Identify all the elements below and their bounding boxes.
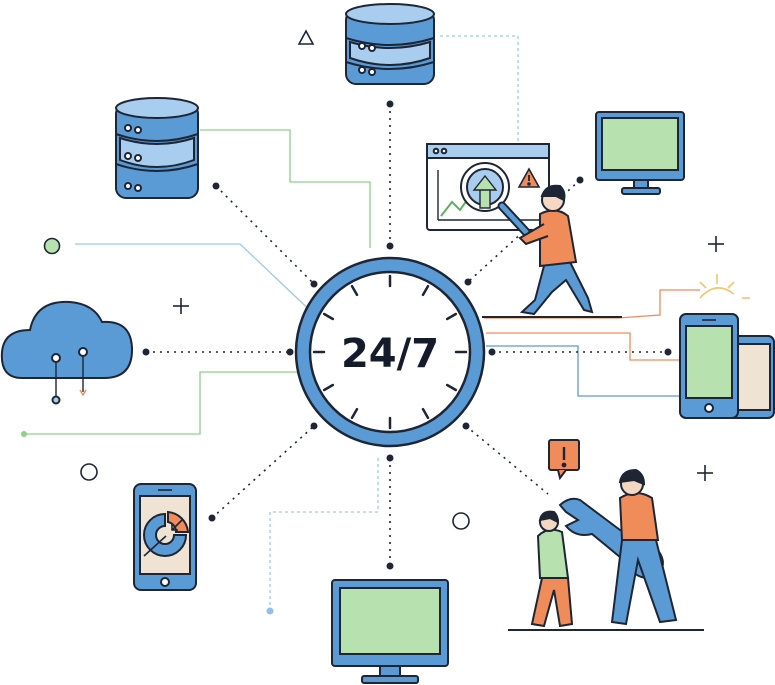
monitor-top-right-icon	[595, 111, 685, 195]
analytics-browser-icon	[426, 143, 550, 237]
decorative-lines	[24, 35, 700, 610]
clock-tick	[421, 284, 430, 297]
dotted-spokes	[146, 104, 668, 566]
triangle-icon	[297, 29, 315, 45]
database-top-icon	[345, 3, 435, 85]
decorative-shapes	[43, 29, 724, 530]
clock-tick	[445, 312, 458, 321]
cloud-icon	[0, 300, 134, 405]
ring-icon	[452, 512, 470, 530]
line-end-dot	[266, 607, 274, 615]
analyst-person-icon	[482, 184, 622, 318]
database-left-icon	[115, 97, 199, 199]
support-team-icon	[508, 439, 704, 631]
clock-label: 24/7	[341, 331, 439, 377]
clock: 24/7	[294, 256, 486, 448]
clock-tick	[350, 407, 359, 420]
plus-icon	[173, 298, 189, 314]
monitor-bottom-icon	[331, 579, 449, 684]
clock-tick	[322, 383, 335, 392]
ring-icon	[80, 463, 98, 481]
plus-icon	[697, 465, 713, 481]
line-end-dot	[21, 431, 27, 437]
dot-icon	[43, 237, 61, 255]
mobile-devices-icon	[679, 274, 775, 419]
spoke-end-dots	[142, 100, 672, 570]
clock-tick	[421, 407, 430, 420]
clock-ticks	[312, 274, 468, 430]
phone-pie-chart-icon	[133, 483, 197, 591]
clock-tick	[350, 284, 359, 297]
clock-tick	[445, 383, 458, 392]
clock-tick	[322, 312, 335, 321]
plus-icon	[708, 236, 724, 252]
